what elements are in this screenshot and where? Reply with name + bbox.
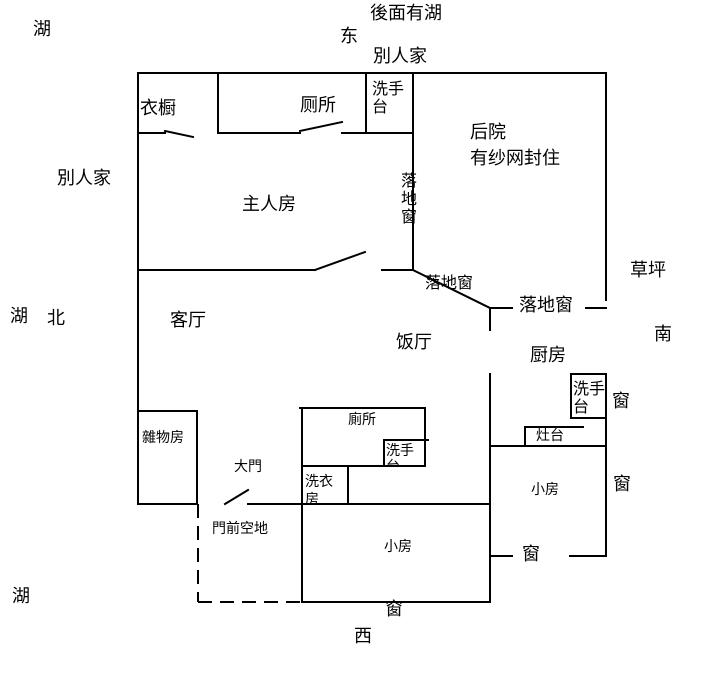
front-space-label: 門前空地 bbox=[212, 521, 268, 537]
french-window-right: 落地窗 bbox=[519, 295, 573, 316]
main-door-label: 大門 bbox=[234, 459, 262, 475]
stove-label: 灶台 bbox=[536, 428, 564, 444]
room-sink-kitchen: 洗手台 bbox=[573, 379, 606, 416]
room-toilet-middle: 廁所 bbox=[348, 412, 376, 428]
room-sink-top: 洗手台 bbox=[372, 79, 405, 116]
neighbor-left: 別人家 bbox=[57, 168, 111, 189]
lake-bottom-left: 湖 bbox=[12, 586, 30, 607]
direction-east: 东 bbox=[340, 26, 358, 47]
room-storage: 雜物房 bbox=[142, 430, 184, 446]
room-small-center: 小房 bbox=[384, 539, 412, 555]
room-kitchen: 厨房 bbox=[530, 345, 566, 366]
backyard-title: 后院 bbox=[470, 122, 506, 143]
room-dining: 饭厅 bbox=[396, 332, 432, 353]
lake-left: 湖 bbox=[10, 306, 28, 327]
room-small-right: 小房 bbox=[531, 482, 559, 498]
room-sink-middle: 洗手台 bbox=[386, 443, 414, 465]
room-laundry: 洗衣房 bbox=[305, 474, 333, 508]
lawn-label: 草坪 bbox=[630, 260, 666, 281]
french-window-vertical: 落地窗 bbox=[398, 172, 417, 226]
french-window-diagonal: 落地窗 bbox=[425, 273, 474, 292]
window-right-2: 窗 bbox=[613, 474, 631, 495]
room-living: 客厅 bbox=[170, 310, 206, 331]
neighbor-top: 別人家 bbox=[373, 46, 427, 67]
room-toilet-top: 厕所 bbox=[300, 95, 336, 116]
lake-top-left: 湖 bbox=[33, 19, 51, 40]
window-bottom-center: 窗 bbox=[385, 599, 403, 620]
back-lake-note: 後面有湖 bbox=[370, 3, 442, 24]
direction-west: 西 bbox=[354, 626, 372, 647]
room-master-bedroom: 主人房 bbox=[242, 194, 296, 215]
direction-south: 南 bbox=[654, 324, 672, 345]
room-wardrobe: 衣橱 bbox=[140, 98, 176, 119]
backyard-note: 有纱网封住 bbox=[470, 148, 560, 169]
direction-north: 北 bbox=[47, 308, 65, 329]
window-bottom-right: 窗 bbox=[522, 544, 540, 565]
window-right-1: 窗 bbox=[612, 391, 630, 412]
